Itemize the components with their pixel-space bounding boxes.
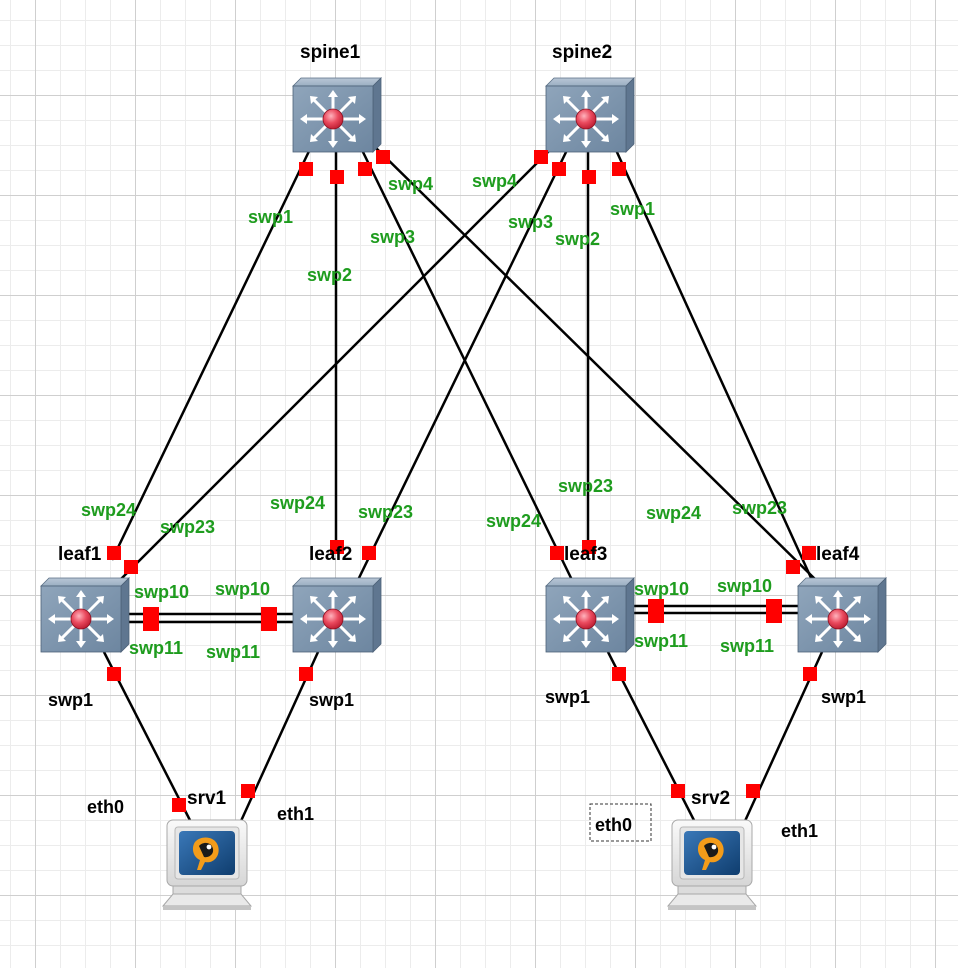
port-label: swp10 <box>134 582 189 602</box>
link-leaf4-srv2[interactable] <box>738 651 824 833</box>
link-leaf2-srv1[interactable] <box>234 651 320 833</box>
port-marker[interactable] <box>376 150 390 164</box>
label-leaf1: leaf1 <box>58 544 102 565</box>
server-icon <box>162 819 252 911</box>
switch-icon <box>796 576 888 654</box>
port-marker[interactable] <box>648 599 664 623</box>
port-marker[interactable] <box>330 540 344 554</box>
label-srv2: srv2 <box>691 788 730 809</box>
port-label: swp11 <box>129 638 183 658</box>
port-label: swp24 <box>646 503 701 523</box>
links-layer <box>102 144 824 833</box>
switch-icon <box>544 76 636 154</box>
port-label: swp11 <box>206 642 260 662</box>
port-label: swp24 <box>81 500 136 520</box>
port-label: swp4 <box>472 171 517 191</box>
link-spine1-swp3-leaf3-swp24[interactable] <box>360 149 574 581</box>
port-marker[interactable] <box>330 170 344 184</box>
port-marker[interactable] <box>172 798 186 812</box>
node-leaf4[interactable] <box>796 576 888 654</box>
port-marker[interactable] <box>299 667 313 681</box>
port-label: swp10 <box>634 579 689 599</box>
port-labels: swp1 swp2 swp3 swp4 swp4 swp3 swp2 swp1 … <box>48 171 866 842</box>
port-marker[interactable] <box>107 667 121 681</box>
node-srv1[interactable] <box>162 819 252 911</box>
port-marker[interactable] <box>612 667 626 681</box>
switch-icon <box>291 576 383 654</box>
switch-icon <box>39 576 131 654</box>
port-label: swp24 <box>486 511 541 531</box>
port-marker[interactable] <box>261 607 277 631</box>
node-labels: spine1 spine2 leaf1 leaf2 leaf3 leaf4 sr… <box>58 42 860 809</box>
port-marker[interactable] <box>582 540 596 554</box>
port-marker[interactable] <box>241 784 255 798</box>
port-label: eth1 <box>781 821 818 841</box>
port-marker[interactable] <box>582 170 596 184</box>
port-marker[interactable] <box>803 667 817 681</box>
port-label: swp10 <box>717 576 772 596</box>
port-label: swp23 <box>732 498 787 518</box>
port-marker[interactable] <box>802 546 816 560</box>
port-label: eth0 <box>595 815 632 835</box>
link-spine1-swp4-leaf4-swp24[interactable] <box>375 147 819 583</box>
port-label: swp4 <box>388 174 433 194</box>
port-marker[interactable] <box>746 784 760 798</box>
port-label: swp3 <box>508 212 553 232</box>
port-marker[interactable] <box>766 599 782 623</box>
port-marker[interactable] <box>362 546 376 560</box>
server-icon <box>667 819 757 911</box>
port-marker[interactable] <box>786 560 800 574</box>
port-marker[interactable] <box>552 162 566 176</box>
port-label: swp2 <box>307 265 352 285</box>
node-spine1[interactable] <box>291 76 383 154</box>
node-leaf1[interactable] <box>39 576 131 654</box>
switch-icon <box>544 576 636 654</box>
label-leaf4: leaf4 <box>816 544 860 565</box>
port-label: swp23 <box>160 517 215 537</box>
port-marker[interactable] <box>143 607 159 631</box>
link-spine1-swp1-leaf1-swp24[interactable] <box>110 144 314 561</box>
ports-layer <box>107 150 817 812</box>
port-label: eth1 <box>277 804 314 824</box>
port-marker[interactable] <box>124 560 138 574</box>
label-spine1: spine1 <box>300 42 361 63</box>
node-leaf3[interactable] <box>544 576 636 654</box>
port-label: swp1 <box>309 690 354 710</box>
port-label: swp11 <box>720 636 774 656</box>
node-srv2[interactable] <box>667 819 757 911</box>
node-spine2[interactable] <box>544 76 636 154</box>
link-spine2-swp4-leaf1-swp23[interactable] <box>117 149 551 583</box>
label-leaf3: leaf3 <box>564 544 607 565</box>
port-label: swp23 <box>558 476 613 496</box>
port-label: swp3 <box>370 227 415 247</box>
port-label: swp11 <box>634 631 688 651</box>
port-label: swp23 <box>358 502 413 522</box>
node-leaf2[interactable] <box>291 576 383 654</box>
link-leaf3-srv2[interactable] <box>606 651 702 833</box>
port-label: swp2 <box>555 229 600 249</box>
port-label: swp1 <box>610 199 655 219</box>
label-spine2: spine2 <box>552 42 612 63</box>
port-marker[interactable] <box>358 162 372 176</box>
port-marker[interactable] <box>107 546 121 560</box>
port-marker[interactable] <box>299 162 313 176</box>
link-spine2-swp1-leaf4-swp23[interactable] <box>614 149 814 581</box>
label-srv1: srv1 <box>187 788 227 809</box>
port-label: swp1 <box>821 687 866 707</box>
link-spine2-swp3-leaf2-swp23[interactable] <box>356 147 570 581</box>
switch-icon <box>291 76 383 154</box>
port-label: swp10 <box>215 579 270 599</box>
port-marker[interactable] <box>550 546 564 560</box>
port-label: swp1 <box>248 207 293 227</box>
port-marker[interactable] <box>534 150 548 164</box>
port-label: eth0 <box>87 797 124 817</box>
port-marker[interactable] <box>612 162 626 176</box>
port-marker[interactable] <box>671 784 685 798</box>
label-leaf2: leaf2 <box>309 544 352 565</box>
port-label: swp1 <box>545 687 590 707</box>
port-label: swp1 <box>48 690 93 710</box>
port-label: swp24 <box>270 493 325 513</box>
selected-label-box[interactable] <box>589 803 652 842</box>
